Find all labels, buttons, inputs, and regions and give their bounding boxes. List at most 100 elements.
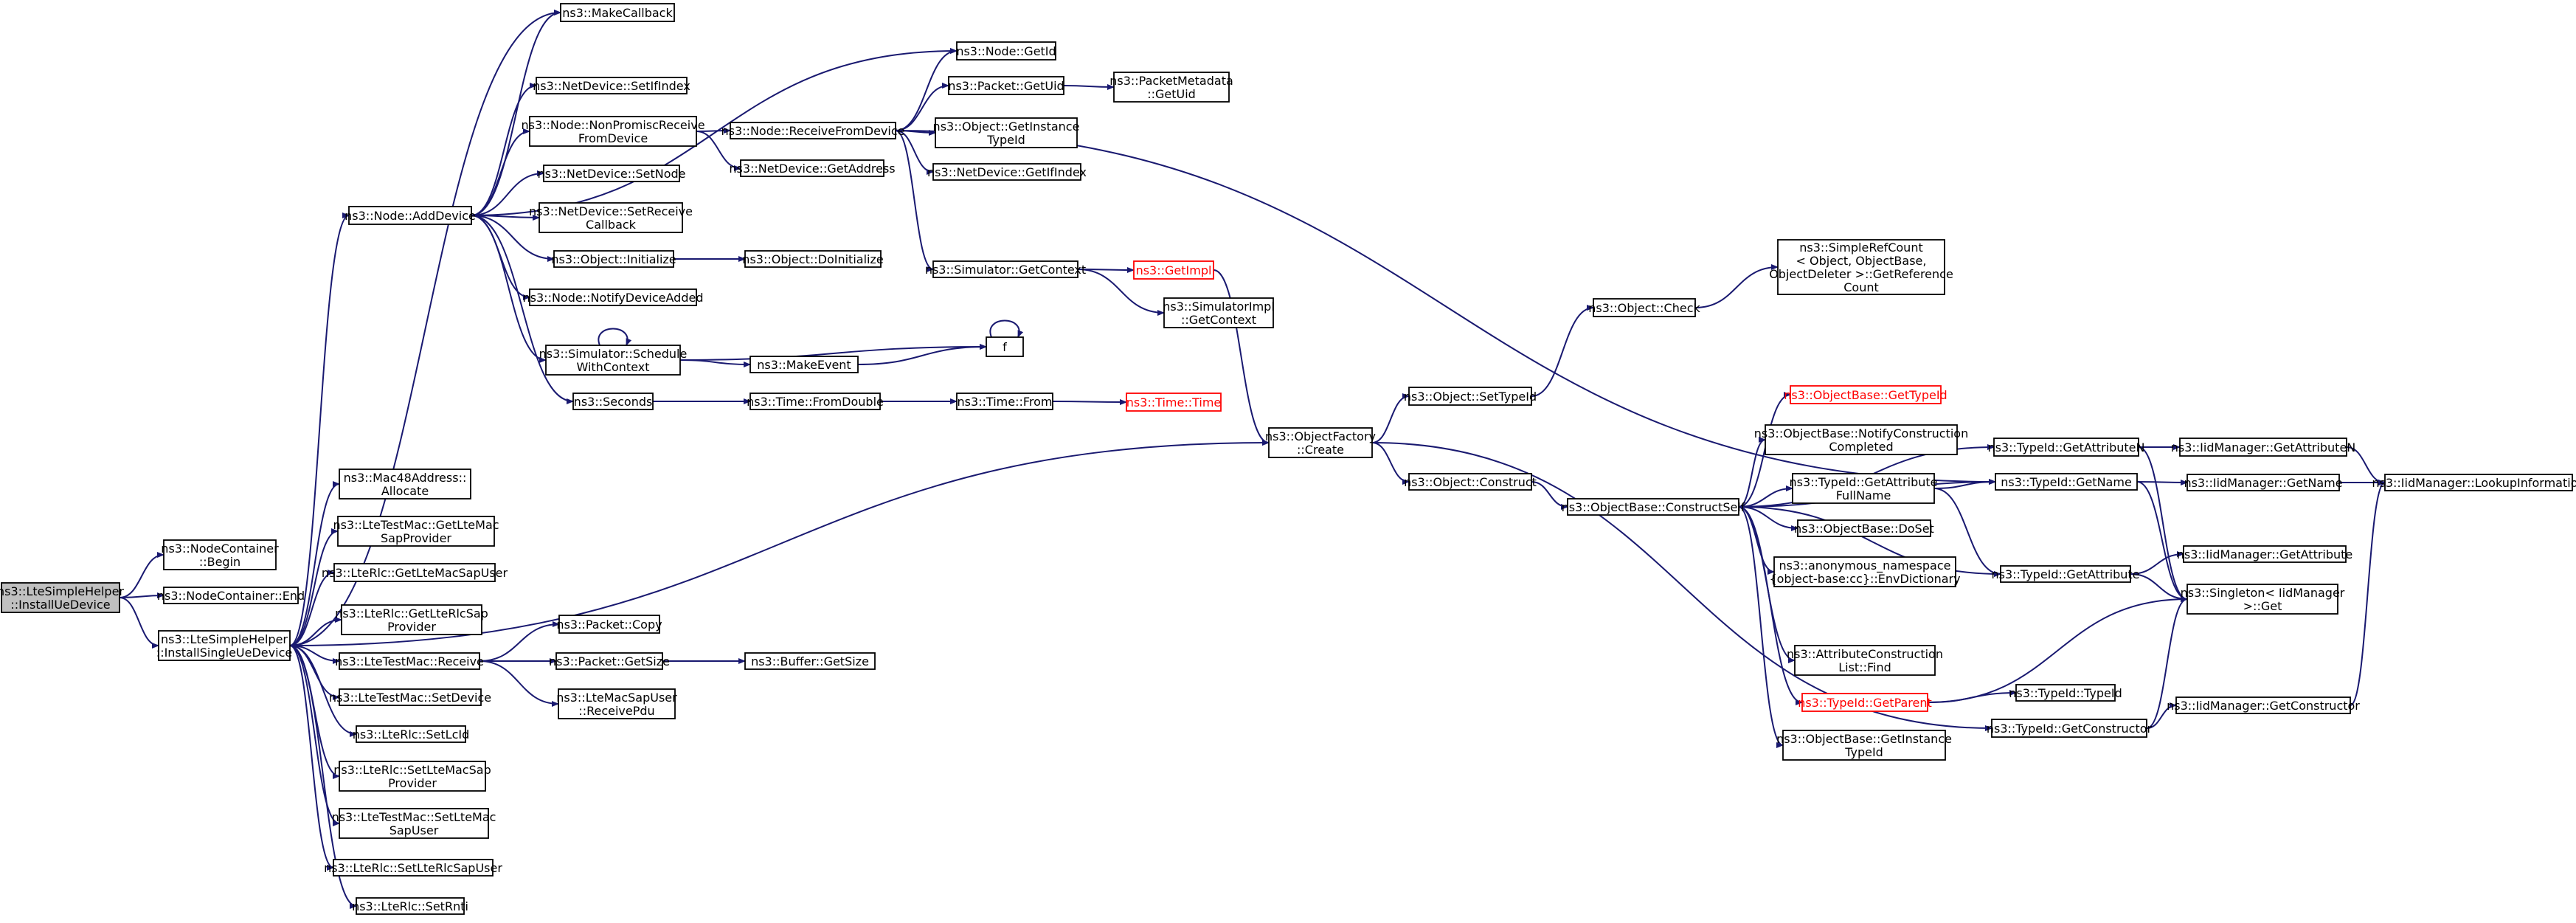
function-node-label: < Object, ObjectBase, — [1796, 254, 1927, 268]
function-node[interactable]: ns3::Node::AddDevice — [344, 206, 476, 225]
function-node[interactable]: ns3::TypeId::GetConstructor — [1987, 719, 2153, 738]
function-node-label: Completed — [1829, 440, 1893, 454]
function-node-box — [572, 393, 654, 410]
function-node-box — [2175, 696, 2351, 714]
function-node[interactable]: f — [986, 336, 1024, 357]
function-node[interactable]: ns3::LteTestMac::Receive — [335, 652, 484, 670]
function-node[interactable]: ns3::Object::SetTypeId — [1404, 387, 1537, 406]
function-node-label: ns3::Packet::Copy — [556, 618, 662, 632]
function-node[interactable]: ns3::NodeContainer::Begin — [161, 539, 279, 570]
function-node[interactable]: ns3::LteRlc::GetLteMacSapUser — [322, 563, 508, 582]
function-node-label: ns3::LteTestMac::Receive — [335, 654, 484, 668]
function-node[interactable]: ns3::LteMacSapUser::ReceivePdu — [556, 688, 677, 719]
call-edge — [679, 344, 987, 361]
function-node-box — [744, 250, 882, 268]
function-node[interactable]: ns3::NetDevice::GetIfIndex — [927, 163, 1087, 181]
function-node-label: ns3::anonymous_namespace — [1779, 559, 1951, 573]
function-node[interactable]: ns3::TypeId::GetName — [1995, 473, 2138, 491]
function-node-label: ns3::TypeId::TypeId — [2009, 686, 2122, 700]
function-node-label: ns3::LteSimpleHelper — [161, 632, 288, 646]
function-node-label: ns3::Object::DoInitialize — [742, 252, 883, 266]
call-edge — [289, 645, 334, 871]
function-node-box — [2187, 474, 2340, 491]
function-node[interactable]: ns3::NodeContainer::End — [157, 587, 305, 604]
function-node[interactable]: ns3::anonymous_namespace{object-base:cc}… — [1769, 556, 1961, 587]
function-node[interactable]: ns3::LteRlc::SetLteRlcSapUser — [324, 859, 502, 877]
function-node[interactable]: ns3::TypeId::GetAttributeN — [1988, 438, 2145, 457]
function-node[interactable]: ns3::Buffer::GetSize — [744, 652, 876, 670]
function-node-label: ns3::TypeId::GetName — [2001, 475, 2132, 489]
function-node-label: ::GetUid — [1147, 87, 1196, 101]
function-node-label: ns3::TypeId::GetAttribute — [1991, 567, 2139, 581]
function-node[interactable]: ns3::Node::NotifyDeviceAdded — [523, 288, 704, 306]
function-node[interactable]: ns3::LteRlc::SetRnti — [352, 897, 468, 915]
function-node-label: Allocate — [381, 484, 429, 498]
function-node[interactable]: ns3::IidManager::GetConstructor — [2167, 696, 2360, 714]
function-node[interactable]: ns3::NetDevice::GetAddress — [729, 159, 896, 177]
function-node[interactable]: ns3::Mac48Address::Allocate — [339, 469, 471, 499]
call-edge — [1933, 488, 2001, 577]
function-node[interactable]: ns3::Seconds — [572, 393, 654, 410]
function-node[interactable]: ns3::IidManager::GetAttribute — [2177, 545, 2353, 563]
function-node[interactable]: ns3::Node::ReceiveFromDevice — [721, 122, 905, 139]
function-node[interactable]: ns3::ObjectFactory::Create — [1265, 427, 1376, 458]
function-node[interactable]: ns3::Packet::GetSize — [549, 652, 670, 670]
function-node[interactable]: ns3::Time::Time — [1126, 393, 1222, 412]
function-node[interactable]: ns3::Time::From — [956, 393, 1053, 410]
function-node-box — [560, 3, 675, 22]
function-node[interactable]: ns3::Object::Initialize — [551, 250, 676, 268]
function-node[interactable]: ns3::Packet::Copy — [556, 615, 662, 634]
function-node[interactable]: ns3::Packet::GetUid — [948, 76, 1064, 95]
function-node[interactable]: ns3::Node::GetId — [956, 41, 1056, 61]
call-edge — [1738, 437, 1766, 508]
function-node[interactable]: ns3::SimpleRefCount< Object, ObjectBase,… — [1769, 239, 1953, 295]
function-node[interactable]: ns3::GetImpl — [1133, 260, 1214, 280]
function-node-box — [356, 725, 466, 743]
function-node[interactable]: ns3::LteSimpleHelper::InstallUeDevice — [0, 582, 124, 613]
function-node[interactable]: ns3::IidManager::LookupInformation — [2372, 474, 2576, 491]
function-node[interactable]: ns3::NetDevice::SetIfIndex — [533, 77, 690, 94]
function-node-box — [339, 469, 471, 499]
function-node-box — [1773, 556, 1956, 587]
function-node-box — [2183, 545, 2347, 563]
function-node[interactable]: ns3::Singleton< IidManager>::Get — [2181, 584, 2345, 615]
function-node-box — [749, 356, 859, 373]
function-node[interactable]: ns3::SimulatorImpl::GetContext — [1163, 297, 1275, 328]
function-node-label: ns3::Object::GetInstance — [933, 120, 1080, 134]
function-node-label: ns3::MakeCallback — [562, 6, 673, 20]
call-edge — [1531, 481, 1568, 510]
function-node[interactable]: ns3::MakeEvent — [749, 356, 859, 373]
function-node[interactable]: ns3::NetDevice::SetNode — [537, 165, 686, 182]
function-node[interactable]: ns3::Object::DoInitialize — [742, 250, 884, 268]
function-node[interactable]: ns3::IidManager::GetAttributeN — [2171, 438, 2356, 457]
function-node[interactable]: ns3::MakeCallback — [560, 3, 675, 22]
function-node[interactable]: ns3::TypeId::TypeId — [2009, 684, 2122, 702]
function-node[interactable]: ns3::LteTestMac::SetDevice — [329, 688, 491, 706]
function-node[interactable]: ns3::TypeId::GetAttribute — [1991, 565, 2140, 583]
function-node-label: ns3::LteTestMac::SetLteMac — [332, 810, 496, 824]
function-node[interactable]: ns3::IidManager::GetName — [2184, 474, 2343, 491]
function-node[interactable]: ns3::ObjectBase::ConstructSelf — [1562, 498, 1745, 516]
function-node[interactable]: ns3::PacketMetadata::GetUid — [1109, 72, 1233, 103]
function-node[interactable]: ns3::ObjectBase::NotifyConstructionCompl… — [1754, 424, 1968, 455]
function-node[interactable]: ns3::Object::Construct — [1404, 473, 1537, 491]
function-node[interactable]: ns3::Time::FromDouble — [747, 393, 884, 410]
function-node[interactable]: ns3::ObjectBase::DoSet — [1794, 519, 1934, 537]
function-node[interactable]: ns3::LteRlc::SetLcId — [353, 725, 469, 743]
function-node[interactable]: ns3::Simulator::GetContext — [925, 260, 1086, 278]
function-node[interactable]: ns3::ObjectBase::GetTypeId — [1784, 385, 1947, 404]
function-node[interactable]: ns3::Object::Check — [1588, 298, 1701, 317]
function-node[interactable]: ns3::LteSimpleHelper::InstallSingleUeDev… — [156, 630, 292, 661]
function-node[interactable]: ns3::TypeId::GetParent — [1798, 693, 1932, 712]
